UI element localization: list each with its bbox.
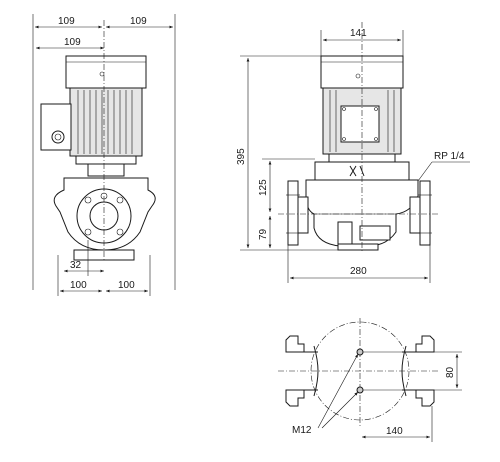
bottom-view: 80 140 M12 [278, 318, 462, 442]
front-motor-fins [77, 90, 133, 154]
side-dim-base-height: 79 [258, 228, 269, 240]
front-dim-top-right: 109 [130, 16, 147, 27]
bottom-dim-spacing: 80 [445, 366, 456, 378]
front-dim-motor-width: 109 [64, 37, 81, 48]
front-dim-offset: 32 [70, 260, 82, 271]
front-motor-fan-cover [65, 55, 147, 89]
bottom-dim-offset: 140 [386, 426, 403, 437]
side-port-label: RP 1/4 [434, 151, 465, 162]
front-motor-stool [75, 155, 137, 165]
side-flange-right [409, 180, 432, 246]
side-dim-motor-width: 141 [350, 28, 367, 39]
side-dim-flange-height: 125 [258, 179, 269, 196]
bottom-bolt-label: M12 [292, 425, 312, 436]
side-terminal-box [340, 105, 380, 143]
front-dim-bottom-right: 100 [118, 280, 135, 291]
side-view: 141 395 125 79 280 RP 1/4 [236, 22, 470, 283]
side-flange-left [286, 180, 309, 246]
side-pump-base [337, 243, 379, 251]
bottom-flange-left [313, 345, 319, 397]
front-dim-bottom-left: 100 [70, 280, 87, 291]
side-motor-fins [329, 90, 395, 152]
front-terminal-box [40, 103, 72, 151]
side-dim-total-height: 395 [236, 148, 247, 165]
front-dim-top-left: 109 [58, 16, 75, 27]
side-dim-length: 280 [350, 266, 367, 277]
bottom-base-circle [310, 321, 410, 421]
front-motor-body [69, 87, 143, 157]
front-view: 109 109 109 32 100 100 [32, 14, 176, 296]
